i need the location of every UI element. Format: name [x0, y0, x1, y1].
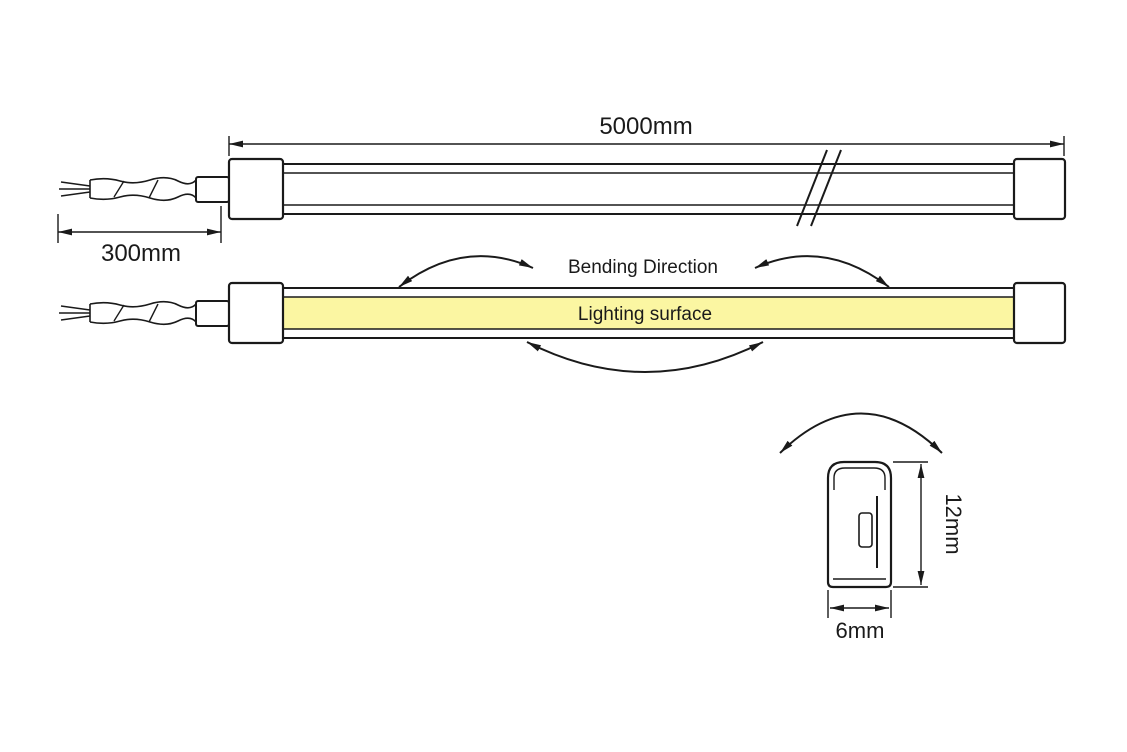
power-cable [59, 176, 197, 202]
end-cap-left [227, 157, 285, 221]
dimension-12mm-label: 12mm [941, 493, 966, 554]
dimension-6mm-label: 6mm [836, 618, 885, 643]
cross-section-view: 12mm 6mm [779, 412, 966, 643]
bend-arrow-top-right [754, 255, 890, 288]
strip-front-view: Lighting surface Bending Direction [59, 255, 1067, 373]
dimension-12mm: 12mm [893, 461, 966, 588]
cable-connector [195, 176, 230, 203]
dimension-5000mm-label: 5000mm [599, 113, 692, 140]
cable-connector-front [195, 300, 230, 327]
end-cap-left-front [227, 281, 285, 345]
strip-tube-outline [282, 163, 1015, 215]
bend-arrow-bottom [526, 341, 764, 373]
bend-arrow-cross-section [779, 412, 943, 454]
dimension-300mm-label: 300mm [101, 240, 181, 267]
end-cap-right [1012, 157, 1067, 221]
dimension-6mm: 6mm [827, 590, 892, 643]
lighting-surface-label: Lighting surface [578, 304, 712, 325]
profile-inner-dome [833, 467, 886, 490]
bending-direction-label: Bending Direction [568, 257, 718, 278]
dimension-5000mm: 5000mm [228, 113, 1065, 156]
break-symbol [796, 149, 842, 227]
strip-top-view: 5000mm 300mm [57, 113, 1067, 267]
lighting-surface-area [284, 297, 1013, 329]
power-cable-front [59, 300, 197, 326]
end-cap-right-front [1012, 281, 1067, 345]
bend-arrow-top-left [398, 255, 534, 288]
dimension-300mm: 300mm [57, 206, 222, 267]
led-chip [858, 512, 873, 548]
